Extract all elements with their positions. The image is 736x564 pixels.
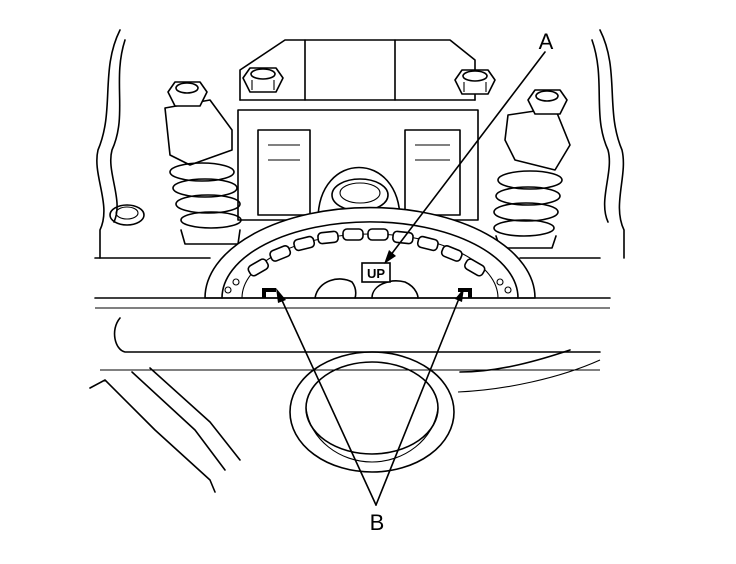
callout-b: B bbox=[370, 510, 385, 535]
cam-chain-links bbox=[224, 228, 512, 294]
rocker-arm-right bbox=[493, 89, 571, 249]
cam-sprocket bbox=[204, 206, 536, 299]
rocker-arm-left bbox=[164, 81, 242, 245]
up-mark: UP bbox=[361, 262, 391, 283]
up-mark-text: UP bbox=[367, 266, 385, 281]
timing-mark-right bbox=[458, 288, 472, 298]
cylinder-head-outline bbox=[96, 29, 625, 259]
access-hole bbox=[289, 351, 455, 473]
timing-mark-left bbox=[262, 288, 276, 298]
holder-bolt-right bbox=[454, 69, 496, 95]
timing-cover bbox=[89, 349, 601, 493]
head-mating-surface bbox=[94, 257, 611, 371]
camshaft-holder bbox=[237, 39, 479, 221]
leader-lines bbox=[276, 51, 546, 506]
holder-bolt-left bbox=[242, 67, 284, 93]
callout-a: A bbox=[539, 29, 554, 54]
